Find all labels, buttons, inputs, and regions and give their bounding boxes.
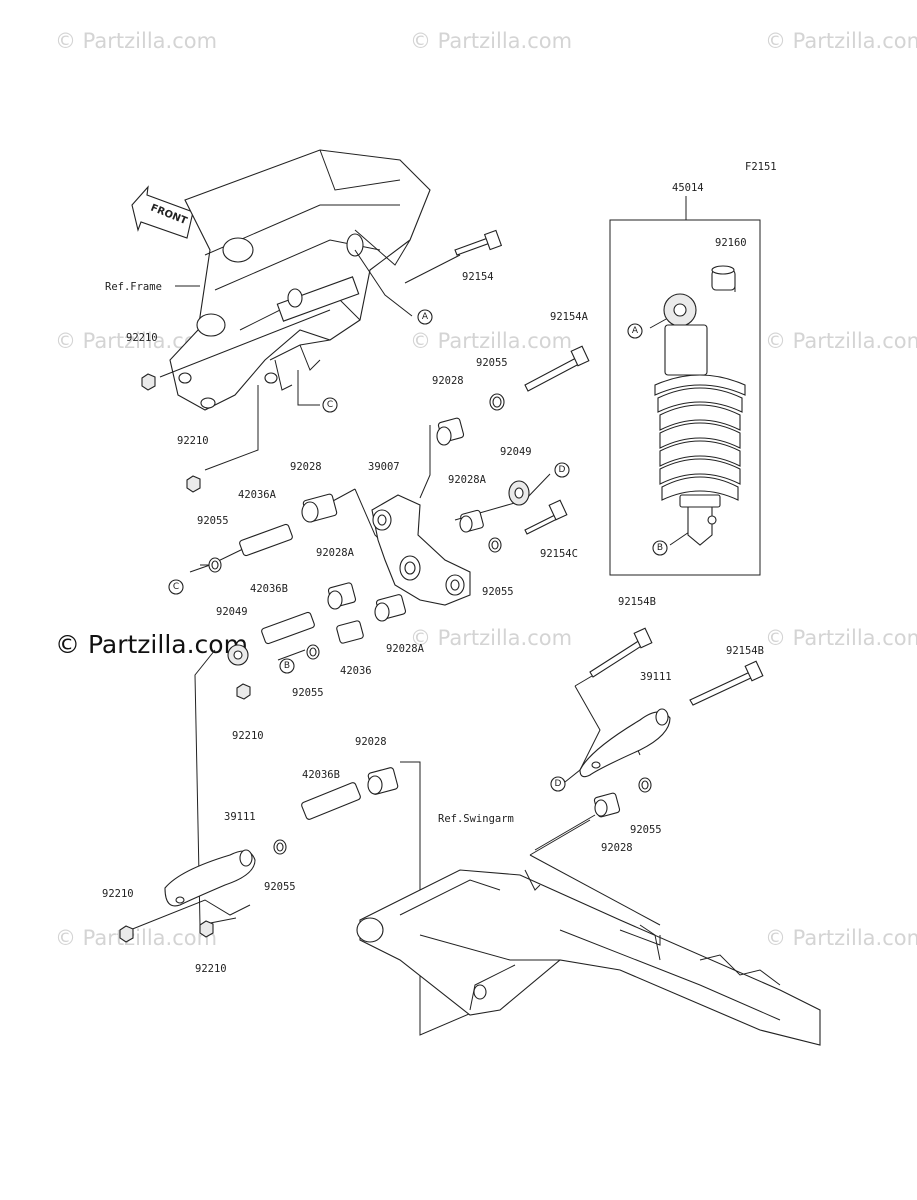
part-label: 42036A [238, 489, 277, 501]
marker-d [550, 776, 566, 792]
watermark: © Partzilla.com [765, 29, 917, 53]
rocker-arm-39007 [371, 494, 471, 606]
part-label: 42036B [250, 583, 288, 595]
marker-d-label: D [555, 779, 562, 789]
marker-a-label: A [422, 312, 429, 322]
marker-c [168, 579, 184, 595]
marker-b-label: B [284, 661, 290, 671]
part-label: 92028 [290, 461, 322, 473]
part-label: 92049 [216, 606, 248, 618]
part-label: 39111 [640, 671, 672, 683]
marker-b-label: B [657, 543, 663, 553]
part-label: 92055 [630, 824, 662, 836]
part-label: 42036 [340, 665, 372, 677]
part-label: 92028A [316, 547, 355, 559]
part-label: 92055 [264, 881, 296, 893]
part-label: 92210 [177, 435, 209, 447]
bolt-92154 [454, 229, 503, 256]
part-label: 92028 [355, 736, 387, 748]
marker-b [652, 540, 668, 556]
marker-a-label: A [632, 326, 639, 336]
watermark: © Partzilla.com [410, 29, 572, 53]
ref-frame-label: Ref.Frame [105, 281, 162, 293]
part-label: 92210 [195, 963, 227, 975]
marker-d [554, 462, 570, 478]
watermark: © Partzilla.com [765, 329, 917, 353]
part-label: 92028A [386, 643, 425, 655]
frame [169, 149, 431, 411]
watermark: © Partzilla.com [765, 626, 917, 650]
marker-c [322, 397, 338, 413]
part-label: 92154A [550, 311, 589, 323]
part-label: 92210 [232, 730, 264, 742]
watermark: © Partzilla.com [55, 29, 217, 53]
part-label: 45014 [672, 182, 704, 194]
marker-c-label: C [173, 582, 179, 592]
bolt-92154a [524, 345, 590, 392]
part-label: 39007 [368, 461, 400, 473]
shock-absorber-group [609, 219, 761, 576]
part-label: 92154B [726, 645, 764, 657]
part-number-labels: 45014 92160 92154 92154A 92055 92028 922… [102, 182, 764, 975]
figure-code: F2151 [745, 161, 777, 173]
ref-swingarm-label: Ref.Swingarm [438, 813, 514, 825]
part-label: 92055 [476, 357, 508, 369]
watermark: © Partzilla.com [765, 926, 917, 950]
marker-a [627, 323, 643, 339]
watermarks: © Partzilla.com © Partzilla.com © Partzi… [55, 29, 917, 950]
watermark: © Partzilla.com [55, 926, 217, 950]
part-label: 92160 [715, 237, 747, 249]
marker-d-label: D [559, 465, 566, 475]
part-label: 92154C [540, 548, 578, 560]
part-label: 92028 [432, 375, 464, 387]
part-label: 92055 [197, 515, 229, 527]
hardware-upper [141, 373, 568, 700]
part-label: 42036B [302, 769, 340, 781]
watermark: © Partzilla.com [410, 329, 572, 353]
part-label: 92210 [102, 888, 134, 900]
marker-c-label: C [327, 400, 333, 410]
part-label: 92028 [601, 842, 633, 854]
part-label: 92049 [500, 446, 532, 458]
ref-markers: A C D C B A B D [168, 309, 668, 792]
part-label: 92028A [448, 474, 487, 486]
tie-rod-39111-right [579, 627, 764, 818]
part-label: 92055 [482, 586, 514, 598]
watermark-prominent: © Partzilla.com [55, 630, 248, 659]
part-label: 92154B [618, 596, 656, 608]
marker-a [417, 309, 433, 325]
swingarm [356, 869, 821, 1046]
watermark: © Partzilla.com [410, 626, 572, 650]
part-label: 92055 [292, 687, 324, 699]
part-label: 92154 [462, 271, 494, 283]
part-label: 39111 [224, 811, 256, 823]
tie-rod-39111-left [119, 767, 399, 943]
marker-b [279, 658, 295, 674]
part-label: 92210 [126, 332, 158, 344]
front-arrow: FRONT [131, 185, 194, 239]
